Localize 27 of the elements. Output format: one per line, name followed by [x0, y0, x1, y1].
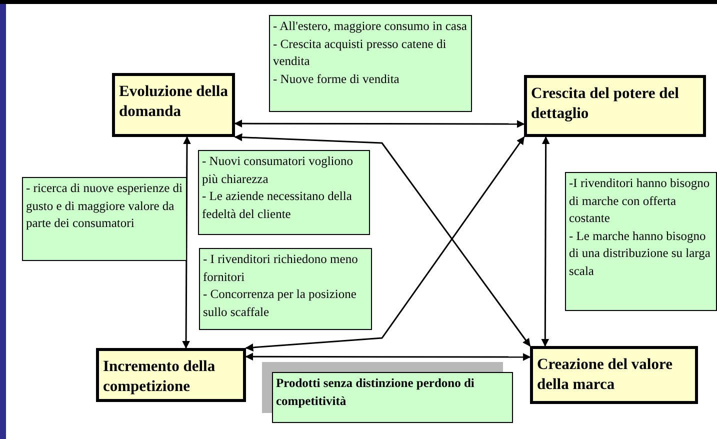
note-text: - Concorrenza per la posizione sullo scaffale — [203, 286, 358, 320]
arrow — [182, 136, 191, 349]
note-box — [199, 248, 372, 330]
note-text: - Le aziende necessitano della fedeltà del cliente — [202, 188, 353, 222]
topic-title: Incremento della competizione — [103, 357, 216, 398]
arrow — [234, 120, 525, 128]
note-text: - I rivenditori richiedono meno fornitori — [203, 251, 359, 286]
topic-box — [524, 75, 706, 137]
note-text: -I rivenditori hanno bisogno di marche con offerta costante — [569, 175, 711, 227]
note-text: Prodotti senza distinzione perdono di competitività — [276, 375, 476, 410]
note-text: - Le marche hanno bisogno di una distribuzione su larga scala — [569, 228, 712, 280]
note-box — [269, 15, 472, 112]
note-text: - Crescita acquisti presso catene di vendita — [273, 36, 448, 70]
topic-title: Evoluzione della domanda — [119, 82, 228, 122]
topic-box — [112, 73, 235, 137]
note-text: - Nuove forme di vendita — [273, 70, 400, 88]
arrow — [541, 136, 550, 347]
topic-box — [530, 346, 698, 404]
note-box — [198, 150, 370, 235]
topic-title: Creazione del valore della marca — [537, 355, 674, 396]
note-text: - Nuovi consumatori vogliono più chiarezza — [202, 153, 354, 188]
note-text: - All'estero, maggiore consumo in casa — [273, 18, 468, 35]
note-text: - ricerca di nuove esperienze di gusto e di maggiore valore da parte dei consumatori — [26, 180, 183, 232]
note-box — [565, 172, 717, 311]
topic-box — [96, 348, 246, 402]
note-box — [22, 177, 187, 261]
topic-title: Crescita del potere del dettaglio — [531, 84, 680, 124]
